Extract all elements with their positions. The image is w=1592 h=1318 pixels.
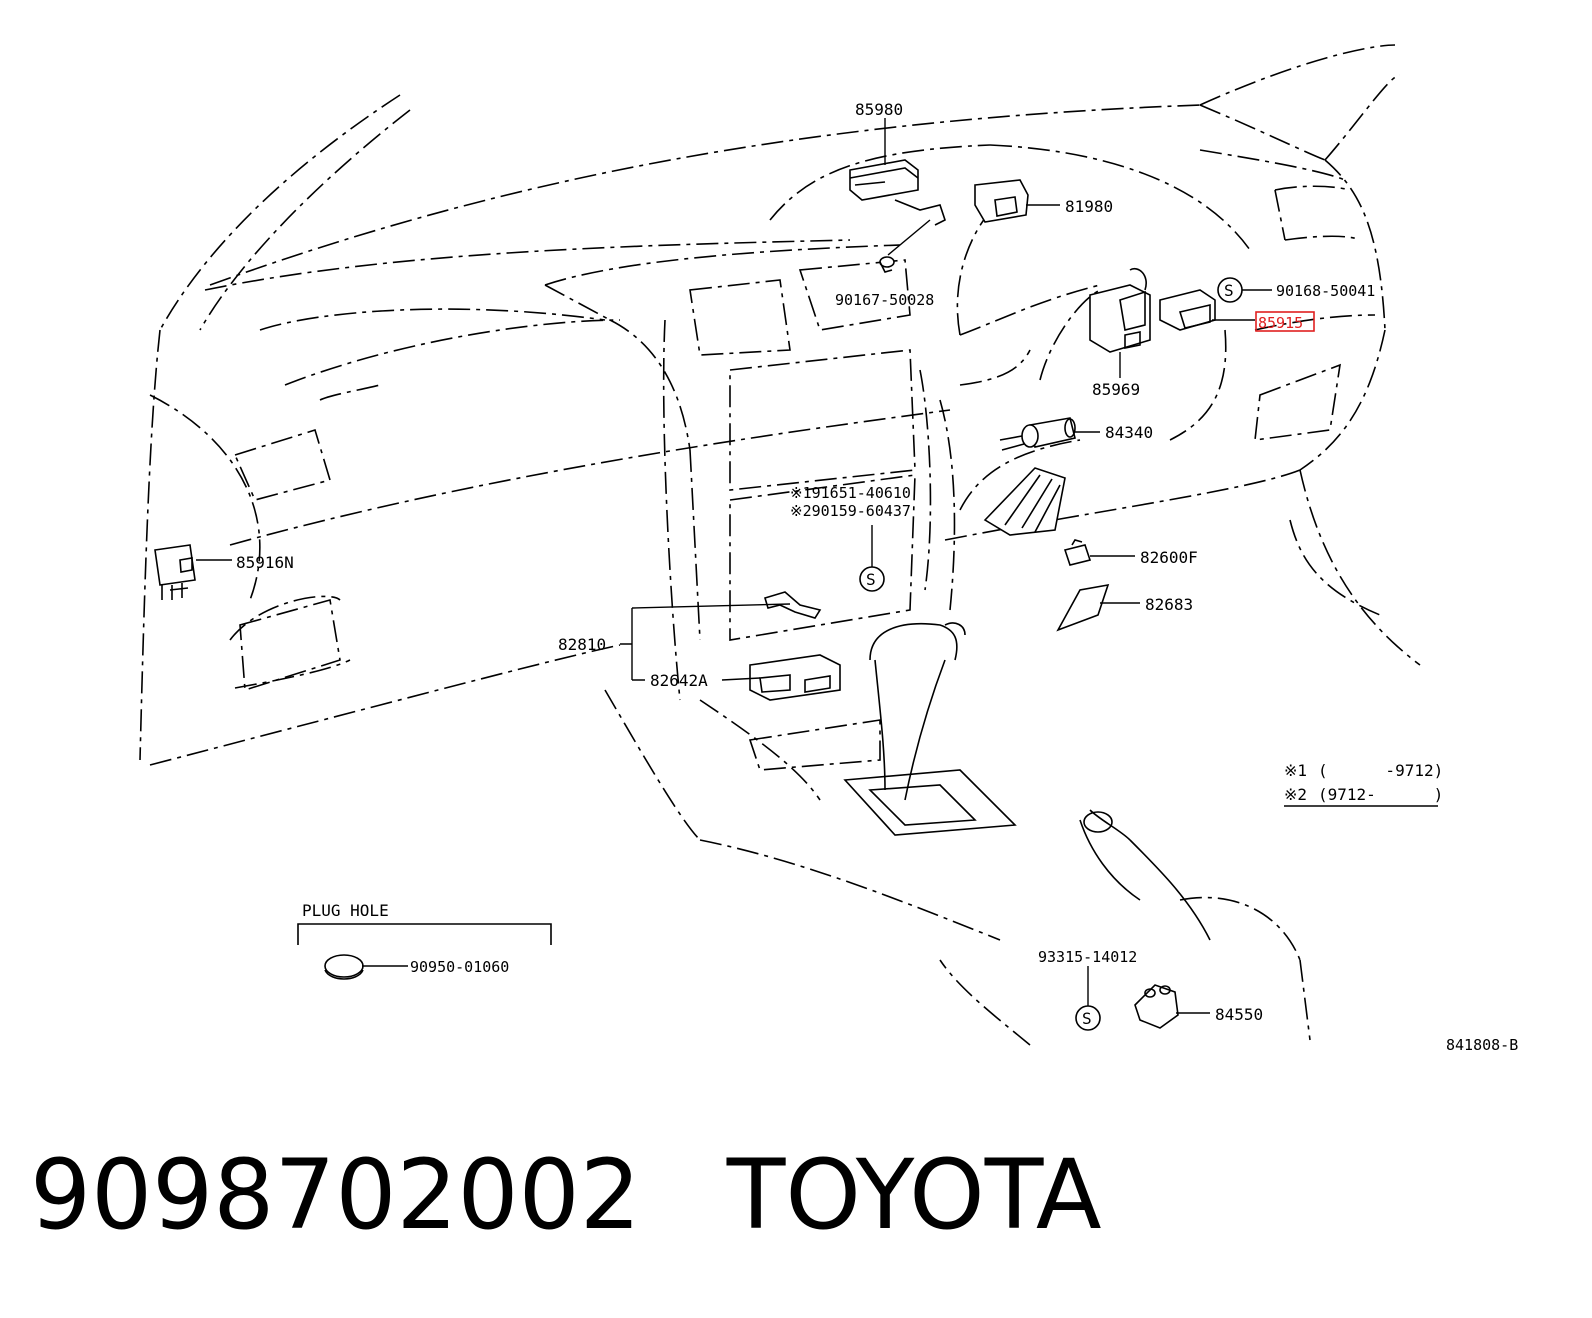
screw-symbols: S S S [859, 277, 1243, 1031]
callout-85980[interactable]: 85980 [855, 100, 903, 119]
callout-90168-50041[interactable]: 90168-50041 [1276, 282, 1375, 300]
dashboard-outline [139, 44, 1421, 1046]
part-81980-icon [974, 179, 1029, 223]
highlight-box-85915 [1255, 311, 1315, 332]
callout-84340[interactable]: 84340 [1105, 423, 1153, 442]
callout-85915[interactable]: 85915 [1258, 314, 1303, 332]
note2-range: (9712- ) [1318, 785, 1443, 804]
part-85916N-icon [154, 544, 196, 600]
notes-legend: ※1 ( -9712) ※2 (9712- ) [1284, 761, 1443, 807]
part-85969-icon [1089, 268, 1151, 353]
part-82642A-icon [749, 654, 841, 701]
note1-mark: ※1 [1284, 761, 1307, 780]
callout-82600F[interactable]: 82600F [1140, 548, 1198, 567]
callout-84550[interactable]: 84550 [1215, 1005, 1263, 1024]
part-82600F-icon [1063, 539, 1092, 566]
callout-82810[interactable]: 82810 [558, 635, 606, 654]
parts [154, 159, 1216, 1029]
screw-symbol-label: S [866, 570, 876, 589]
note2-mark: ※2 [1284, 785, 1307, 804]
part-84550-icon [1134, 984, 1179, 1029]
plug-hole-label: PLUG HOLE [302, 901, 389, 920]
callout-93315-14012[interactable]: 93315-14012 [1038, 948, 1137, 966]
callout-85969[interactable]: 85969 [1092, 380, 1140, 399]
footer-part-number: 9098702002 [30, 1139, 641, 1251]
dashboard-parts-diagram: S S S [139, 44, 1518, 1054]
callout-90950-01060[interactable]: 90950-01060 [410, 958, 509, 976]
footer-caption: 9098702002 TOYOTA [30, 1140, 1570, 1250]
callout-85916N[interactable]: 85916N [236, 553, 294, 572]
part-82683-icon [1056, 583, 1110, 632]
screw-symbol-93315: S [1075, 1005, 1101, 1031]
callout-90159-60437[interactable]: ※290159-60437 [790, 502, 911, 520]
part-82810-icon [764, 591, 822, 619]
part-84340-icon [999, 417, 1076, 451]
callout-labels: 85980 81980 90167-50028 90168-50041 8591… [236, 100, 1375, 1024]
drawing-code: 841808-B [1446, 1036, 1518, 1054]
part-85915-icon [1159, 289, 1216, 331]
part-85980-icon [849, 159, 946, 226]
callout-81980[interactable]: 81980 [1065, 197, 1113, 216]
screw-symbol-90168: S [1217, 277, 1243, 303]
screw-symbol-label: S [1224, 281, 1234, 300]
footer-brand: TOYOTA [726, 1139, 1102, 1251]
fuse-block-icon [983, 467, 1066, 536]
part-90950-icon [324, 954, 364, 980]
part-90167-icon [879, 219, 931, 273]
leader-lines [196, 118, 1272, 1014]
callout-82683[interactable]: 82683 [1145, 595, 1193, 614]
screw-symbol-90159: S [859, 566, 885, 592]
callout-82642A[interactable]: 82642A [650, 671, 708, 690]
callout-90167-50028[interactable]: 90167-50028 [835, 291, 934, 309]
plug-hole-inset: PLUG HOLE [297, 901, 552, 945]
shift-lever [843, 622, 1211, 941]
note1-range: ( -9712) [1318, 761, 1443, 780]
screw-symbol-label: S [1082, 1009, 1092, 1028]
callout-91651-40610[interactable]: ※191651-40610 [790, 484, 911, 502]
